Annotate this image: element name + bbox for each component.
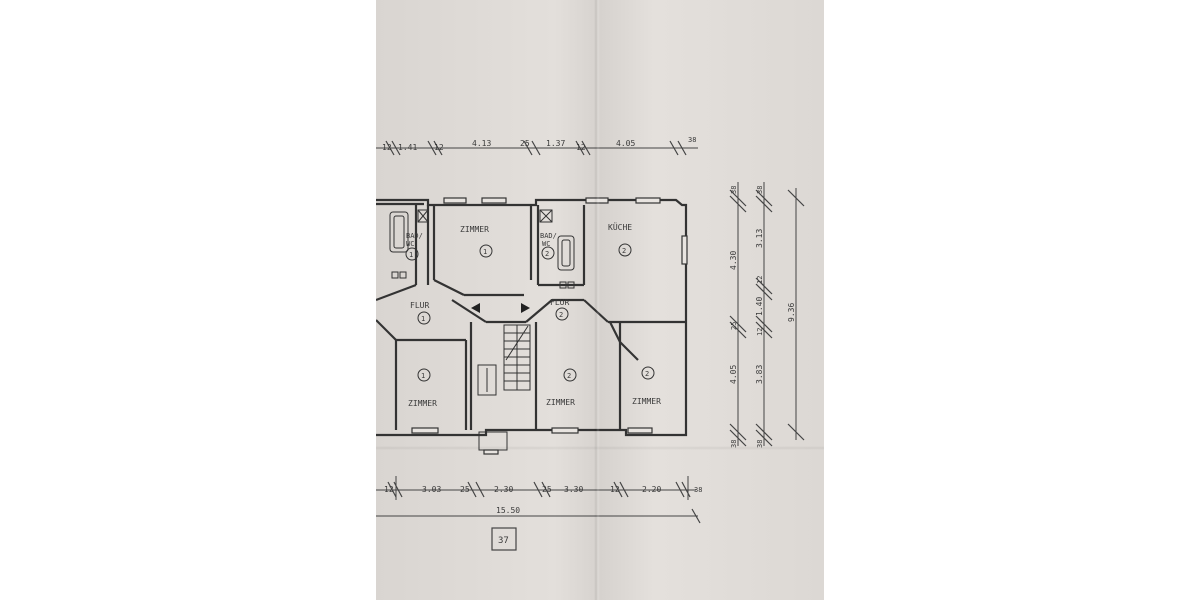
- plan-labels: 12 1.41 12 4.13 25 1.37 12 4.05 38 12 3.…: [382, 136, 796, 546]
- dim-top-9: 38: [688, 136, 696, 144]
- room-unit-bad-1: 1: [409, 251, 413, 259]
- dim-right-inner-1: 38: [756, 186, 764, 194]
- room-label-zimmer-1-bottom: ZIMMER: [408, 399, 437, 408]
- room-unit-bad-2: 2: [545, 250, 549, 258]
- dim-top-3: 12: [434, 143, 444, 152]
- dim-total-height: 9.36: [787, 303, 796, 322]
- dim-top-7: 12: [576, 143, 586, 152]
- floor-plan-drawing: [376, 140, 805, 551]
- room-label-bad-1-wc: WC: [406, 240, 414, 248]
- dim-bottom-9: 38: [694, 486, 702, 494]
- room-label-zimmer-1-top: ZIMMER: [460, 225, 489, 234]
- room-label-bad-2: BAD/: [540, 232, 557, 240]
- page-number: 37: [498, 536, 509, 546]
- dim-right-inner-6: 3.83: [755, 365, 764, 384]
- dim-right-inner-4: 1.40: [755, 297, 764, 316]
- dim-right-outer-5: 38: [730, 440, 738, 448]
- dim-bottom-1: 12: [384, 485, 394, 494]
- paper-fold-horizontal: [376, 446, 824, 450]
- entry-arrow-right: [521, 303, 530, 313]
- dim-bottom-3: 25: [460, 485, 470, 494]
- dim-right-outer-4: 4.05: [729, 365, 738, 384]
- unit-markers: [405, 243, 655, 382]
- room-unit-flur-1: 1: [421, 315, 425, 323]
- entry-arrow-left: [471, 303, 480, 313]
- room-label-bad-2-wc: WC: [542, 240, 550, 248]
- room-label-zimmer-2-a: ZIMMER: [546, 398, 575, 407]
- room-label-zimmer-2-b: ZIMMER: [632, 397, 661, 406]
- room-unit-zimmer-2-b: 2: [645, 370, 649, 378]
- room-unit-flur-2: 2: [559, 311, 563, 319]
- dim-right-outer-1: 38: [730, 186, 738, 194]
- page-number-box: [491, 527, 517, 551]
- dim-bottom-4: 2.30: [494, 485, 513, 494]
- dim-bottom-8: 2.20: [642, 485, 661, 494]
- room-unit-zimmer-1-top: 1: [483, 248, 487, 256]
- dim-top-8: 4.05: [616, 139, 635, 148]
- dim-bottom-2: 3.03: [422, 485, 441, 494]
- room-unit-kueche: 2: [622, 247, 626, 255]
- dim-right-outer-2: 4.30: [729, 251, 738, 270]
- dim-total-width: 15.50: [496, 506, 520, 515]
- dim-right-inner-3: 12: [756, 276, 764, 284]
- dim-top-5: 25: [520, 139, 530, 148]
- dim-right-inner-7: 38: [756, 440, 764, 448]
- dim-top-1: 12: [382, 143, 392, 152]
- room-label-flur-2: FLUR: [550, 298, 569, 307]
- paper-fold-vertical: [594, 0, 600, 600]
- room-unit-zimmer-2-a: 2: [567, 372, 571, 380]
- room-label-kueche: KÜCHE: [608, 222, 632, 232]
- dim-bottom-7: 12: [610, 485, 620, 494]
- staircase: [477, 324, 531, 451]
- dim-top-2: 1.41: [398, 143, 417, 152]
- dim-top-4: 4.13: [472, 139, 491, 148]
- room-label-bad-1: BAD/: [406, 232, 423, 240]
- bathroom-fixtures: [389, 209, 575, 289]
- dim-top-6: 1.37: [546, 139, 565, 148]
- building-walls: [376, 198, 688, 437]
- dim-right-inner-2: 3.13: [755, 229, 764, 248]
- dim-bottom-5: 25: [542, 485, 552, 494]
- dim-right-inner-5: 12: [756, 328, 764, 336]
- dim-bottom-6: 3.30: [564, 485, 583, 494]
- plan-sheet: 12 1.41 12 4.13 25 1.37 12 4.05 38 12 3.…: [376, 0, 824, 600]
- dim-right-outer-3: 25: [730, 322, 738, 330]
- windows: [411, 197, 688, 455]
- room-unit-zimmer-1-bottom: 1: [421, 372, 425, 380]
- room-label-flur-1: FLUR: [410, 301, 429, 310]
